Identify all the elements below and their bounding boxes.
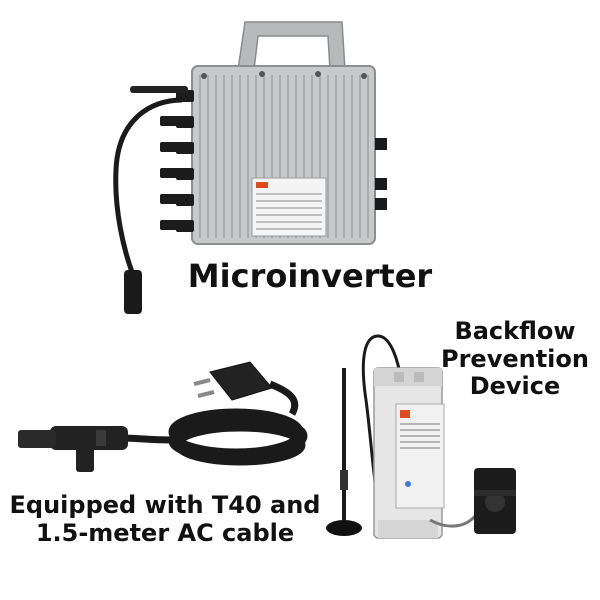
cable-caption-line2: 1.5-meter AC cable	[35, 518, 295, 547]
backflow-caption-line2: Prevention	[441, 344, 589, 373]
cable-caption-line1: Equipped with T40 and	[9, 491, 321, 519]
backflow-device-image	[326, 334, 516, 539]
microinverter-caption: Microinverter	[187, 257, 433, 295]
backflow-device-caption: Backflow Prevention Device	[425, 317, 600, 401]
ac-cable-image	[18, 361, 308, 472]
backflow-caption-line3: Device	[469, 372, 561, 401]
ac-cable-caption: Equipped with T40 and 1.5-meter AC cable	[0, 491, 330, 547]
microinverter-image	[113, 21, 387, 314]
backflow-caption-line1: Backflow	[454, 317, 576, 345]
